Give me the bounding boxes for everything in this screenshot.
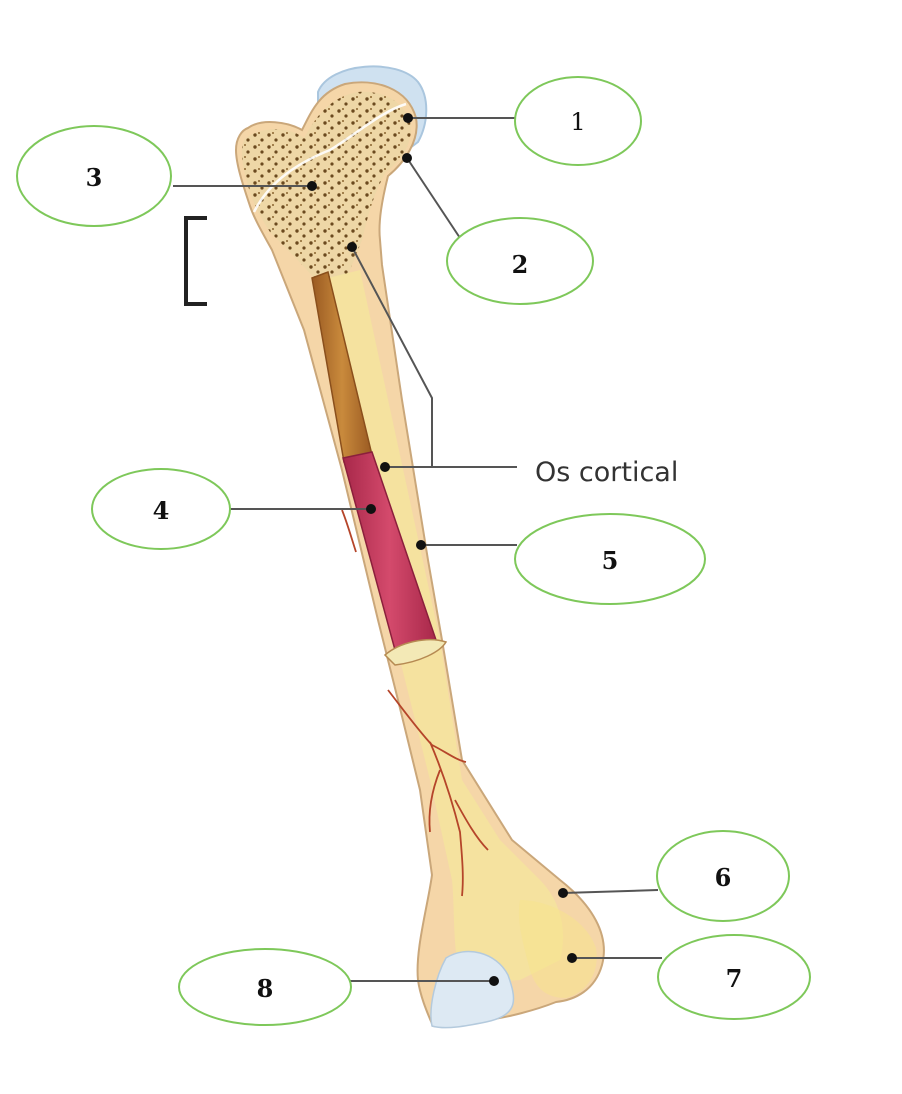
distal-articular-cartilage <box>430 950 515 1029</box>
dot-4 <box>366 504 376 514</box>
callout-7-label: 7 <box>726 964 743 993</box>
leader-lines <box>173 117 662 982</box>
dot-8 <box>489 976 499 986</box>
os-cortical-label: Os cortical <box>535 457 678 488</box>
callout-5: 5 <box>514 513 706 605</box>
dot-6 <box>558 888 568 898</box>
diaphysis-inner <box>320 270 564 985</box>
distal-epiphysis <box>518 900 597 998</box>
callout-5-label: 5 <box>602 546 619 575</box>
spongy-bone-proximal <box>241 91 411 280</box>
callout-3: 3 <box>16 125 172 227</box>
callout-2: 2 <box>446 217 594 305</box>
callout-2-label: 2 <box>512 250 529 279</box>
callout-4: 4 <box>91 468 231 550</box>
dot-5 <box>416 540 426 550</box>
callout-1-label: 1 <box>570 108 585 136</box>
callout-6-label: 6 <box>715 863 732 892</box>
leader-line-2 <box>406 157 461 239</box>
metaphysis-bracket <box>184 216 207 306</box>
callout-8: 8 <box>178 948 352 1026</box>
blood-vessels <box>341 509 489 897</box>
leader-line-os-cortical <box>351 246 433 468</box>
leader-dots <box>307 113 577 986</box>
cut-section-edge <box>383 638 448 666</box>
callout-7: 7 <box>657 934 811 1020</box>
dot-2 <box>402 153 412 163</box>
dot-cortical-top <box>347 242 357 252</box>
callout-1: 1 <box>514 76 642 166</box>
callout-3-label: 3 <box>86 163 103 192</box>
callout-8-label: 8 <box>257 974 274 1003</box>
dot-3 <box>307 181 317 191</box>
callout-6: 6 <box>656 830 790 922</box>
femur-illustration <box>234 65 605 1029</box>
dot-cortical <box>380 462 390 472</box>
callout-4-label: 4 <box>153 496 170 525</box>
epiphyseal-line <box>252 102 407 213</box>
dot-1 <box>403 113 413 123</box>
leader-line-6 <box>562 889 659 894</box>
dot-7 <box>567 953 577 963</box>
